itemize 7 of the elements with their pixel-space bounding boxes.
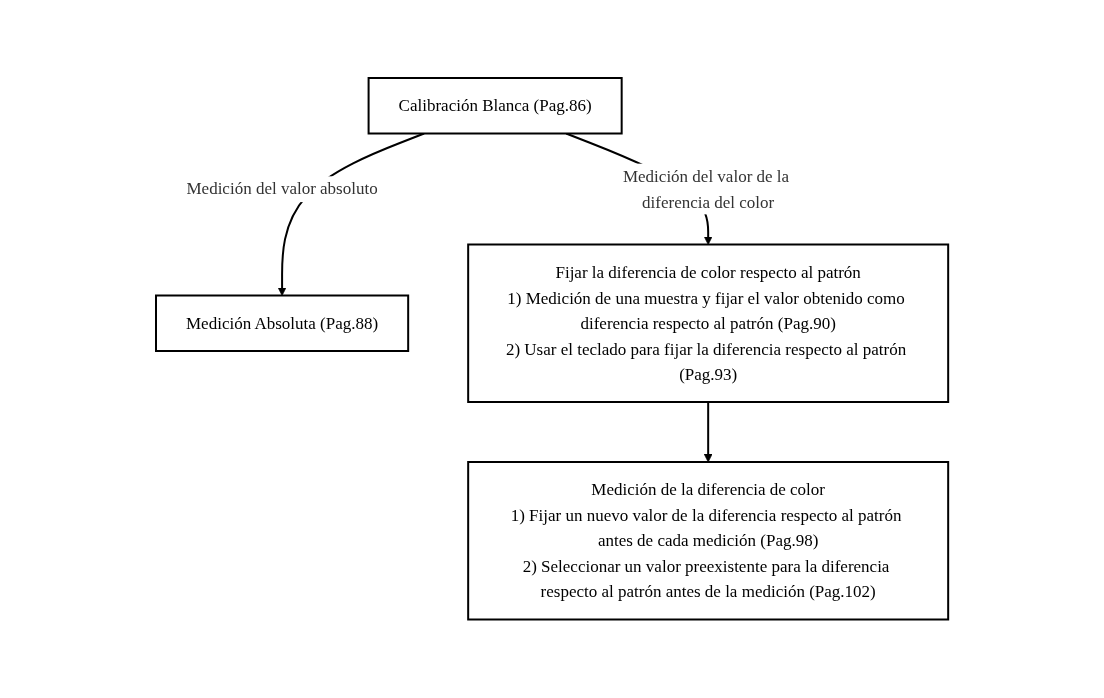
node-box: Calibración Blanca (Pag.86) [367, 77, 623, 135]
node-box: Fijar la diferencia de color respecto al patrón 1) Medición de una muestra y fijar el valor obtenido como diferencia respecto al patrón (Pag.90) 2) Usar el teclado para fijar la diferencia respecto al patrón (Pag.93) [467, 243, 950, 404]
arrow [703, 401, 713, 463]
edge-label: Medición del valor de la diferencia del color [622, 166, 790, 212]
node-box: Medición Absoluta (Pag.88) [154, 294, 410, 353]
node-box: Medición de la diferencia de color 1) Fijar un nuevo valor de la diferencia respecto al patrón antes de cada medición (Pag.98) 2) Seleccionar un valor preexistente para la diferencia respecto al patrón antes de la medición (Pag.102) [467, 461, 950, 621]
edge-label: Medición del valor absoluto [186, 179, 378, 199]
